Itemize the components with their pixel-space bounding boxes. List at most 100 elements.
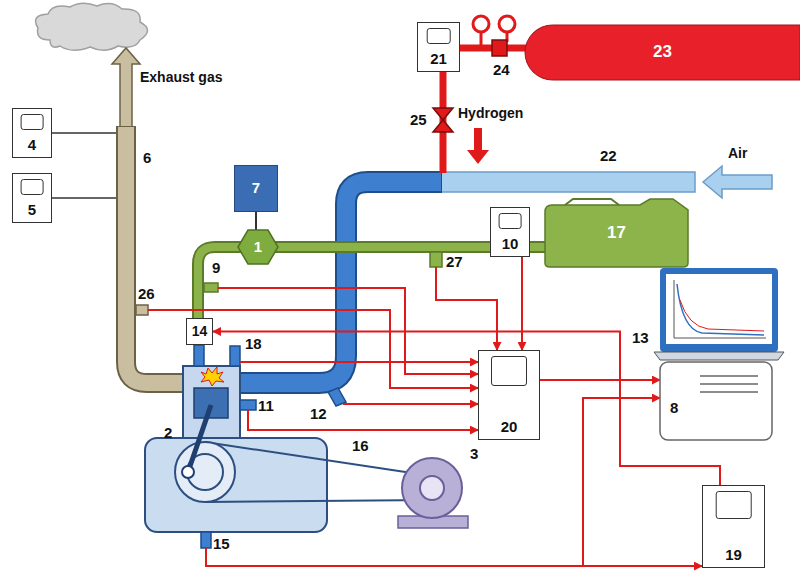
exhaust-arrow — [112, 48, 140, 128]
sample-line — [52, 197, 116, 199]
meter-box: 4 — [12, 108, 52, 158]
callout-number: 5 — [28, 202, 36, 219]
chart-curve — [680, 300, 764, 331]
callout-number: 10 — [502, 236, 519, 253]
drive-belt — [205, 500, 432, 502]
chart-curve — [677, 284, 764, 335]
drive-slot — [700, 375, 758, 377]
signal-wire — [540, 379, 660, 381]
callout-number: 18 — [245, 336, 262, 353]
air-pipe — [440, 172, 695, 192]
drive-slot — [700, 383, 758, 385]
injector — [194, 345, 204, 366]
callout-number: 3 — [470, 446, 478, 463]
cylinder-shape — [525, 25, 800, 80]
tank-handle — [565, 199, 619, 205]
callout-number: 24 — [493, 62, 510, 79]
flow-label: Exhaust gas — [140, 70, 222, 85]
callout-number: 14 — [192, 324, 208, 339]
fuel-sensor — [204, 283, 218, 292]
meter-box: 20 — [478, 350, 540, 440]
intake-manifold — [238, 182, 441, 383]
computer-box: 8 — [660, 362, 772, 440]
callout-number: 8 — [670, 400, 678, 417]
intake-manifold — [238, 182, 442, 383]
callout-number: 11 — [258, 398, 274, 415]
callout-number: 19 — [725, 547, 742, 564]
callout-number: 9 — [212, 260, 220, 277]
callout-number: 20 — [501, 419, 518, 436]
pressure-sensor — [230, 346, 240, 366]
meter-box: 21 — [417, 22, 460, 72]
callout-number: 2 — [164, 425, 172, 442]
callout-number: 4 — [28, 137, 36, 154]
callout-number: 12 — [310, 406, 327, 423]
flow-meter-hexagon: 1 — [238, 230, 278, 264]
speed-sensor — [201, 532, 211, 548]
meter-box: 19 — [702, 485, 765, 568]
signal-wire — [213, 332, 720, 486]
hydrogen-valve — [433, 108, 453, 132]
callout-number: 7 — [252, 180, 260, 197]
dynamometer — [402, 458, 462, 518]
connecting-line — [255, 212, 257, 230]
signal-wire — [248, 410, 478, 430]
control-unit-box: 7 — [234, 165, 278, 212]
signal-wire — [436, 267, 497, 350]
signal-wire — [206, 548, 702, 566]
drive-slot — [700, 391, 758, 393]
callout-number: 21 — [430, 51, 447, 68]
pressure-gauge — [473, 16, 489, 32]
injector-controller-box: 14 — [186, 318, 213, 345]
signal-wire — [583, 398, 660, 566]
piston — [194, 388, 228, 418]
connecting-rod — [188, 405, 211, 472]
gas-cylinder: 23 — [525, 25, 800, 80]
combustion-flame — [201, 367, 224, 386]
gauge-stem — [480, 32, 483, 46]
callout-number: 17 — [607, 224, 626, 243]
signal-wire — [521, 257, 523, 350]
callout-number: 23 — [653, 43, 672, 62]
pressure-regulator — [492, 40, 507, 56]
fuel-tank: 17 — [543, 198, 690, 268]
air-arrow — [703, 166, 772, 198]
dynamometer-pulley — [420, 476, 444, 500]
laptop-display — [666, 274, 772, 344]
crankcase — [145, 438, 327, 532]
chart-axes — [674, 280, 766, 338]
tank-shape — [545, 199, 688, 267]
callout-number: 22 — [600, 148, 617, 165]
exhaust-pipe — [126, 127, 186, 383]
exhaust-pipe — [126, 126, 186, 383]
flow-label: Hydrogen — [458, 106, 523, 121]
pressure-gauge — [499, 16, 515, 32]
hexagon-shape — [238, 230, 278, 264]
crank-pin — [182, 466, 194, 478]
exhaust-sensor — [136, 305, 148, 315]
flywheel — [175, 442, 235, 502]
computer-body — [660, 362, 772, 440]
signal-wire — [343, 403, 478, 405]
callout-number: 16 — [352, 438, 369, 455]
meter-box: 5 — [12, 173, 52, 223]
cylinder — [183, 366, 240, 438]
exhaust-cloud — [36, 3, 148, 50]
signal-wire — [148, 310, 478, 388]
callout-number: 26 — [138, 286, 155, 303]
callout-number: 15 — [213, 536, 230, 553]
temperature-sensor — [240, 400, 256, 410]
laptop-screen — [660, 268, 778, 352]
meter-box: 10 — [490, 207, 530, 257]
drive-belt — [205, 442, 432, 476]
sample-line — [52, 132, 116, 134]
signal-wire — [240, 361, 478, 363]
flow-label: Air — [728, 146, 747, 161]
callout-number: 25 — [410, 112, 427, 129]
callout-number: 6 — [143, 150, 151, 167]
callout-number: 13 — [632, 330, 649, 347]
callout-number: 27 — [446, 254, 463, 271]
fuel-sensor — [430, 252, 442, 267]
